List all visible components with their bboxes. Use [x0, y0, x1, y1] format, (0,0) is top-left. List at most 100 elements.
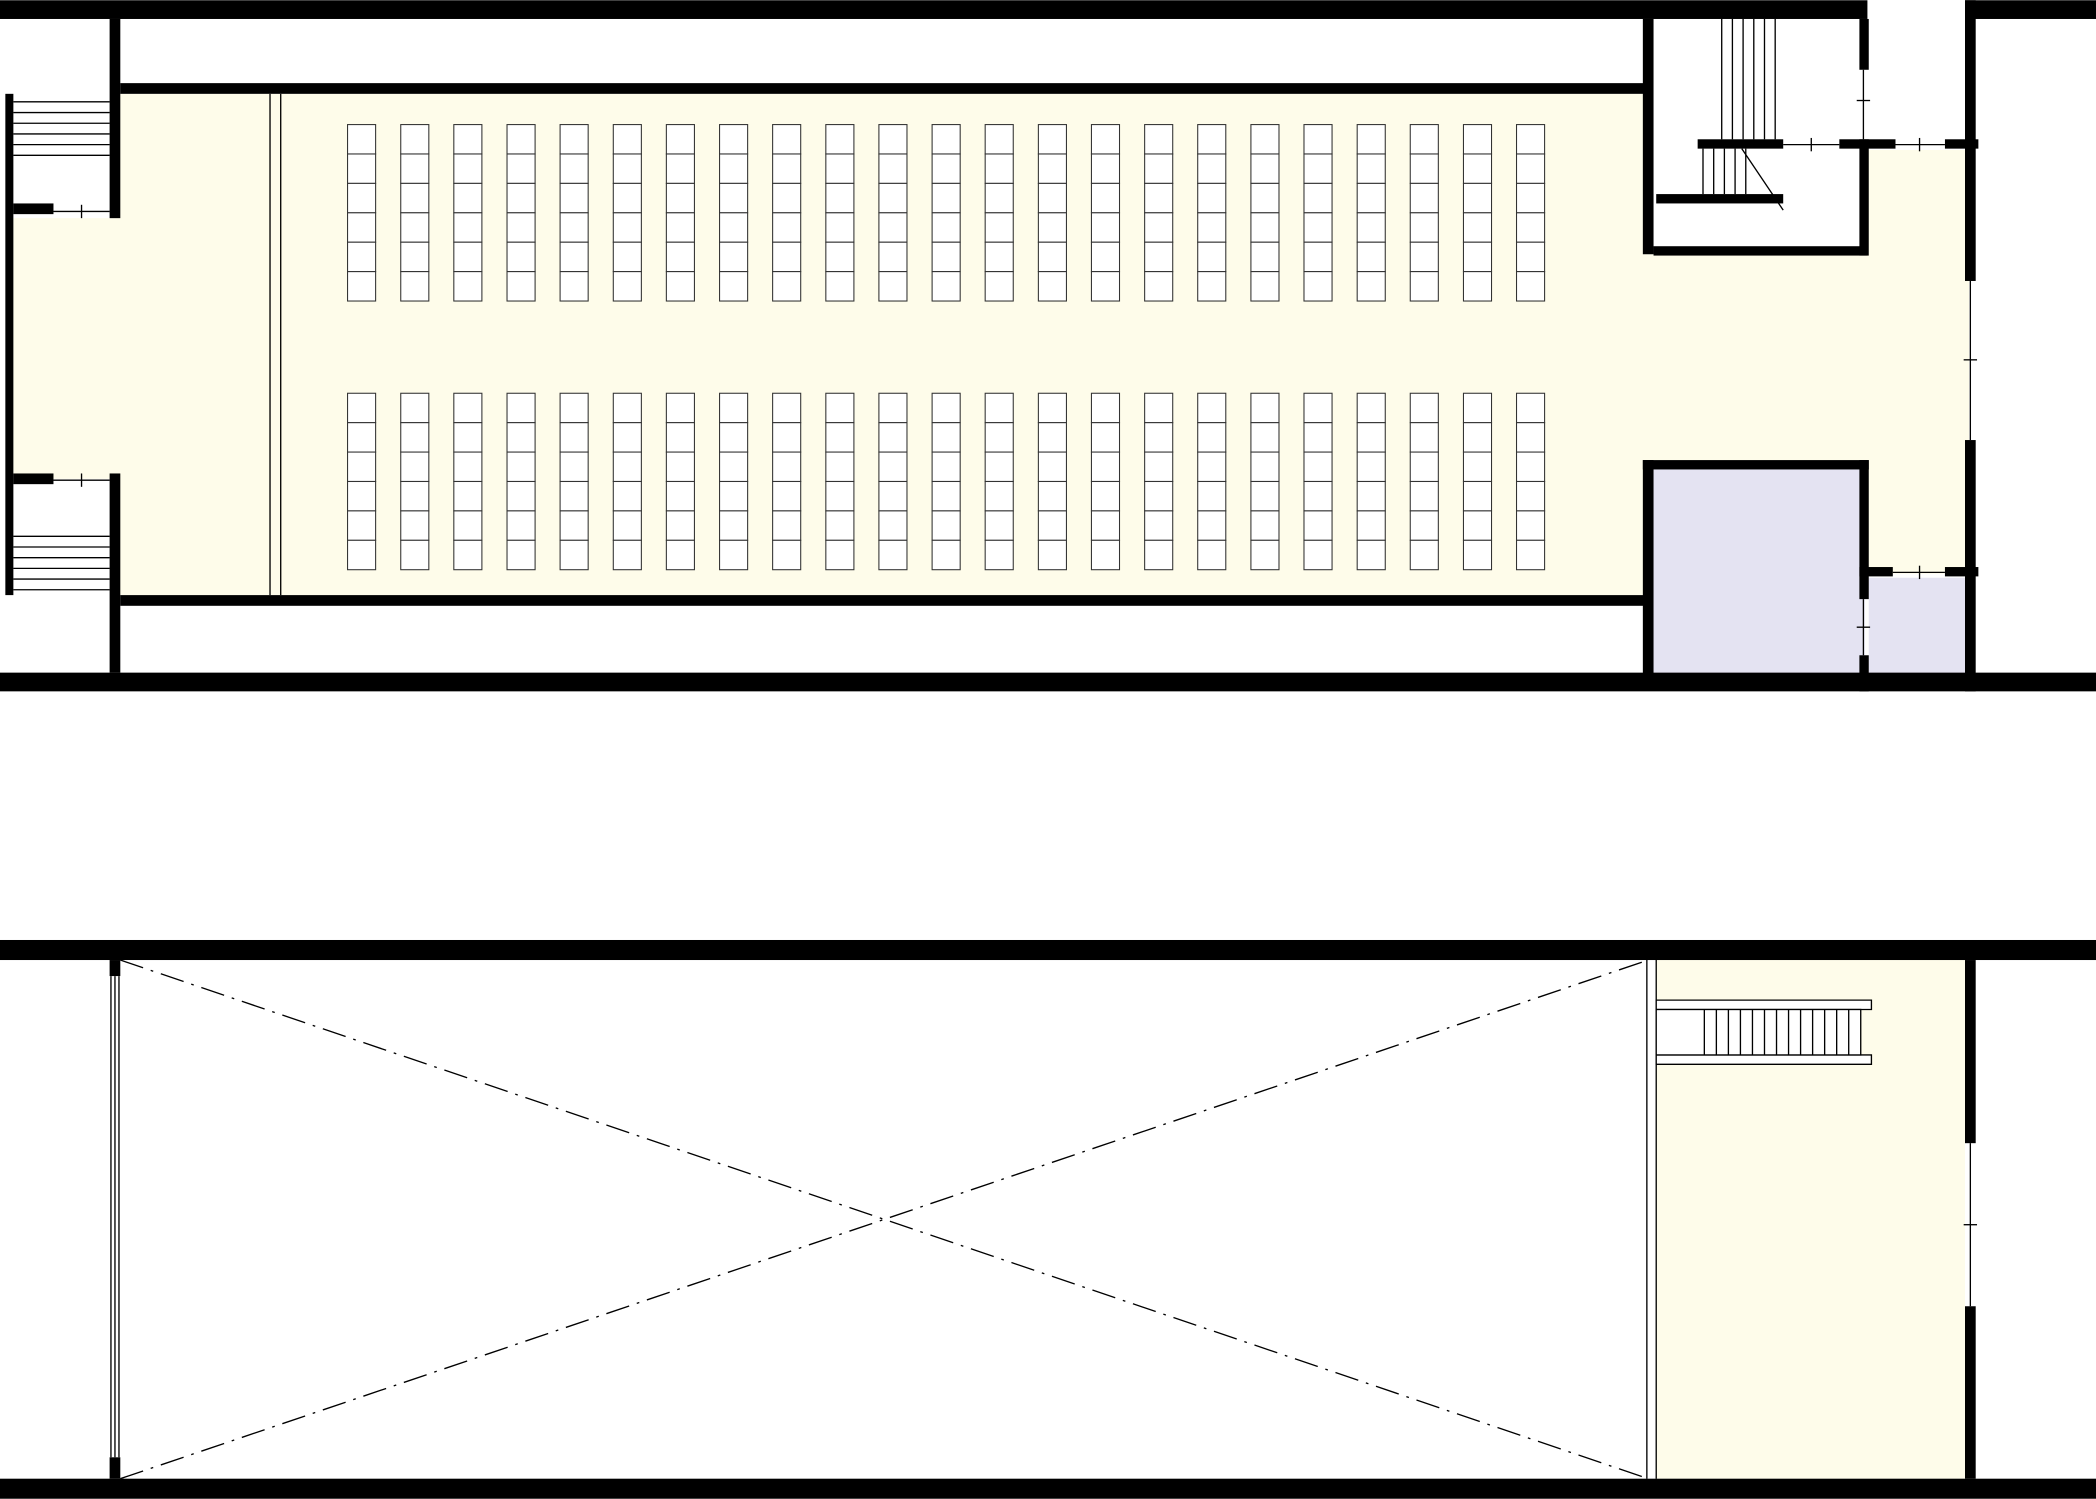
upper-floor-plan: [0, 0, 2096, 692]
seat: [1303, 182, 1333, 214]
seat: [719, 153, 749, 184]
small-room-floor: [1868, 577, 1970, 676]
seat: [1197, 153, 1227, 184]
lower-floor-plan: [0, 939, 2096, 1499]
seat: [1409, 539, 1439, 571]
lower-stair: [1655, 999, 1873, 1065]
seat: [1144, 451, 1174, 483]
seat: [400, 182, 430, 214]
seat: [1090, 271, 1121, 302]
seat: [1197, 241, 1227, 273]
seat: [878, 153, 908, 184]
seat: [665, 451, 695, 483]
seat: [612, 480, 642, 512]
wall: [13, 203, 54, 215]
seat: [559, 480, 589, 512]
seat: [1409, 124, 1439, 155]
seat: [1144, 480, 1174, 512]
seat: [506, 153, 536, 184]
seat: [931, 153, 961, 184]
seat: [1250, 212, 1280, 243]
wall: [1859, 18, 1869, 70]
seat: [1037, 153, 1067, 184]
seat: [665, 153, 695, 184]
seat: [1090, 182, 1121, 214]
seat: [1303, 241, 1333, 273]
seat: [1356, 451, 1386, 483]
seat: [1462, 271, 1493, 302]
seat: [1303, 153, 1333, 184]
seat: [1037, 212, 1067, 243]
seat: [347, 480, 377, 512]
seat: [347, 539, 377, 571]
seat: [931, 124, 961, 155]
seat: [772, 153, 802, 184]
seat: [984, 182, 1014, 214]
seat: [1515, 422, 1546, 453]
seat: [665, 480, 695, 512]
seat: [1144, 271, 1174, 302]
seat: [878, 241, 908, 273]
seat: [1250, 153, 1280, 184]
wall: [0, 0, 1868, 19]
seat: [347, 271, 377, 302]
seat: [719, 212, 749, 243]
seat: [1037, 392, 1067, 424]
seat: [1515, 510, 1546, 541]
seat: [1515, 124, 1546, 155]
seat: [453, 241, 483, 273]
open-void-marker: [120, 959, 1649, 1480]
seat: [1197, 392, 1227, 424]
seat: [719, 182, 749, 214]
seat: [825, 451, 855, 483]
seat: [612, 451, 642, 483]
seat: [984, 510, 1014, 541]
seat: [347, 392, 377, 424]
seat: [1250, 510, 1280, 541]
seat: [1356, 422, 1386, 453]
wall: [120, 595, 1646, 606]
seat: [931, 392, 961, 424]
seat: [665, 539, 695, 571]
seat: [612, 271, 642, 302]
seat: [1144, 124, 1174, 155]
seat: [719, 480, 749, 512]
seat: [612, 212, 642, 243]
seat: [878, 451, 908, 483]
seat: [1144, 422, 1174, 453]
seat: [1303, 124, 1333, 155]
wall: [1965, 960, 1976, 1144]
wall: [1697, 139, 1784, 149]
seat: [1090, 480, 1121, 512]
seat: [772, 422, 802, 453]
seat: [1462, 182, 1493, 214]
wall: [0, 672, 2096, 692]
seat: [1462, 451, 1493, 483]
seat: [1090, 392, 1121, 424]
seat: [1197, 539, 1227, 571]
seat: [453, 539, 483, 571]
seat: [1356, 124, 1386, 155]
seat: [506, 271, 536, 302]
seat: [347, 182, 377, 214]
seat: [772, 539, 802, 571]
seat: [984, 153, 1014, 184]
seat: [400, 241, 430, 273]
seat: [612, 153, 642, 184]
walls-lower: [0, 939, 2096, 1499]
seat: [878, 510, 908, 541]
seat: [931, 182, 961, 214]
seat: [878, 182, 908, 214]
seat: [825, 153, 855, 184]
seat: [453, 392, 483, 424]
seat: [559, 539, 589, 571]
seat: [347, 212, 377, 243]
seat: [559, 510, 589, 541]
seat: [400, 451, 430, 483]
seat: [1409, 451, 1439, 483]
seat: [1462, 422, 1493, 453]
wall: [1642, 460, 1654, 681]
wall: [1965, 440, 1976, 692]
seat: [506, 212, 536, 243]
seat: [1144, 153, 1174, 184]
